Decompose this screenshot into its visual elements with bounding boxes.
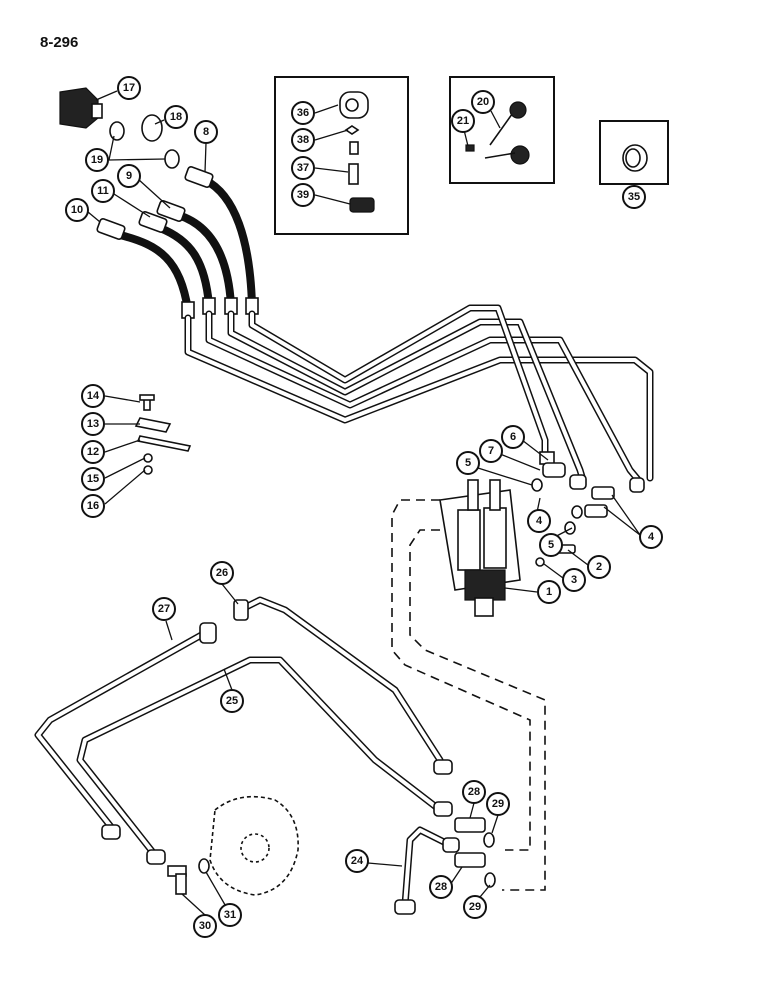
callout-28: 28 <box>462 780 486 804</box>
callout-15: 15 <box>81 467 105 491</box>
svg-text:5: 5 <box>465 457 471 469</box>
quick-coupler <box>59 87 103 129</box>
o-ring <box>198 858 210 874</box>
svg-text:8: 8 <box>203 126 209 138</box>
callout-2: 2 <box>587 555 611 579</box>
callout-25: 25 <box>220 689 244 713</box>
callout-27: 27 <box>152 597 176 621</box>
callout-6: 6 <box>501 425 525 449</box>
callout-30: 30 <box>193 914 217 938</box>
svg-text:29: 29 <box>469 901 481 913</box>
svg-text:28: 28 <box>468 786 480 798</box>
callout-29: 29 <box>486 792 510 816</box>
svg-text:5: 5 <box>548 539 554 551</box>
callout-37: 37 <box>291 156 315 180</box>
svg-text:35: 35 <box>628 191 640 203</box>
hydraulic-hoses <box>96 166 259 319</box>
callout-17: 17 <box>117 76 141 100</box>
leader-lines <box>87 90 641 916</box>
callout-1: 1 <box>537 580 561 604</box>
svg-text:26: 26 <box>216 567 228 579</box>
svg-text:13: 13 <box>87 418 99 430</box>
callout-9: 9 <box>117 164 141 188</box>
callout-10: 10 <box>65 198 89 222</box>
steel-tubes <box>184 304 654 486</box>
svg-text:14: 14 <box>87 390 100 402</box>
callout-14: 14 <box>81 384 105 408</box>
callout-31: 31 <box>218 903 242 927</box>
svg-text:9: 9 <box>126 170 132 182</box>
dashed-routes <box>391 499 546 891</box>
inset-box-lever-parts <box>274 76 409 235</box>
inset-box-seal <box>599 120 669 185</box>
callout-5: 5 <box>539 533 563 557</box>
callout-8: 8 <box>194 120 218 144</box>
control-valve <box>439 479 521 617</box>
pump-outline <box>209 795 299 896</box>
callout-20: 20 <box>471 90 495 114</box>
callout-26: 26 <box>210 561 234 585</box>
svg-text:27: 27 <box>158 603 170 615</box>
callout-28: 28 <box>429 875 453 899</box>
svg-text:1: 1 <box>546 586 552 598</box>
callout-12: 12 <box>81 440 105 464</box>
callout-38: 38 <box>291 128 315 152</box>
svg-text:18: 18 <box>170 111 182 123</box>
svg-text:20: 20 <box>477 96 489 108</box>
callout-11: 11 <box>91 179 115 203</box>
adapter-fitting <box>141 114 163 142</box>
seal-ring <box>164 149 180 169</box>
svg-text:2: 2 <box>596 561 602 573</box>
callout-7: 7 <box>479 439 503 463</box>
callout-36: 36 <box>291 101 315 125</box>
svg-text:38: 38 <box>297 134 309 146</box>
svg-text:12: 12 <box>87 446 99 458</box>
svg-text:15: 15 <box>87 473 99 485</box>
seal-ring <box>109 121 125 141</box>
svg-text:16: 16 <box>87 500 99 512</box>
svg-text:36: 36 <box>297 107 309 119</box>
svg-text:39: 39 <box>297 189 309 201</box>
callout-24: 24 <box>345 849 369 873</box>
svg-text:4: 4 <box>536 515 543 527</box>
inset-box-linkage <box>449 76 555 184</box>
svg-text:31: 31 <box>224 909 236 921</box>
svg-text:29: 29 <box>492 798 504 810</box>
svg-text:24: 24 <box>351 855 364 867</box>
callout-19: 19 <box>85 148 109 172</box>
callout-13: 13 <box>81 412 105 436</box>
svg-text:37: 37 <box>297 162 309 174</box>
callout-16: 16 <box>81 494 105 518</box>
lower-tubes <box>34 596 460 915</box>
callout-39: 39 <box>291 183 315 207</box>
svg-text:17: 17 <box>123 82 135 94</box>
elbow-fitting <box>167 865 187 895</box>
svg-text:6: 6 <box>510 431 516 443</box>
callout-21: 21 <box>451 109 475 133</box>
clip-hardware <box>134 394 192 475</box>
callout-35: 35 <box>622 185 646 209</box>
page-number: 8-296 <box>40 34 79 51</box>
svg-text:3: 3 <box>571 574 577 586</box>
svg-text:21: 21 <box>457 115 469 127</box>
callout-29: 29 <box>463 895 487 919</box>
callout-18: 18 <box>164 105 188 129</box>
svg-text:28: 28 <box>435 881 447 893</box>
adapter-fittings <box>454 817 496 888</box>
svg-text:25: 25 <box>226 695 238 707</box>
callout-4: 4 <box>527 509 551 533</box>
svg-text:10: 10 <box>71 204 83 216</box>
svg-text:7: 7 <box>488 445 494 457</box>
callout-4: 4 <box>639 525 663 549</box>
svg-text:4: 4 <box>648 531 655 543</box>
svg-text:19: 19 <box>91 154 103 166</box>
callout-5: 5 <box>456 451 480 475</box>
svg-text:30: 30 <box>199 920 211 932</box>
svg-text:11: 11 <box>97 185 109 197</box>
callout-3: 3 <box>562 568 586 592</box>
